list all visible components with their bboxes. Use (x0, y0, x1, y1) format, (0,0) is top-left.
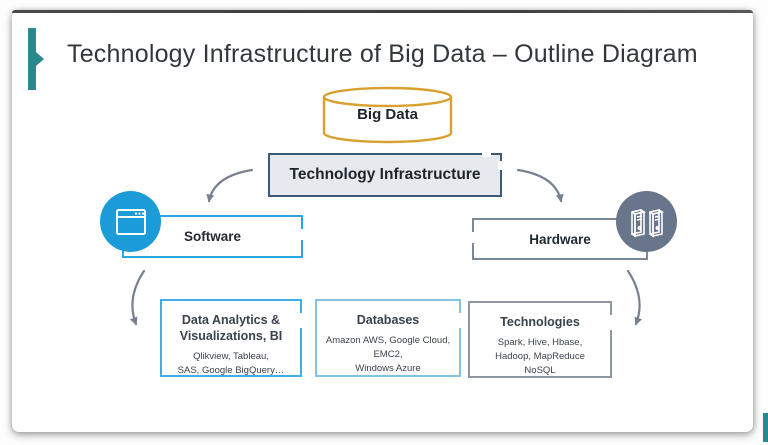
software-label: Software (183, 229, 241, 244)
technologies-title: Technologies (470, 314, 610, 330)
technologies-box: Technologies Spark, Hive, Hbase, Hadoop,… (468, 301, 613, 378)
title-line: Data Analytics & (181, 313, 281, 327)
title-line: Databases (356, 313, 420, 327)
border-notch (299, 229, 304, 240)
item-line: Hadoop, MapReduce (495, 350, 585, 362)
border-notch (498, 161, 503, 170)
item-line: Qlikview, Tableau, (193, 351, 269, 362)
databases-box: Databases Amazon AWS, Google Cloud, EMC2… (315, 299, 462, 377)
hardware-label: Hardware (529, 231, 591, 247)
server-towers-icon (630, 208, 664, 237)
border-notch (471, 232, 476, 243)
data-analytics-items: Qlikview, Tableau, SAS, Google BigQuery… (162, 350, 300, 378)
big-data-label: Big Data (357, 106, 418, 123)
big-data-cylinder: Big Data (322, 86, 453, 144)
item-line: Amazon AWS, Google Cloud, (325, 335, 451, 346)
data-analytics-title: Data Analytics & Visualizations, BI (162, 312, 300, 344)
title-line: Visualizations, BI (179, 329, 283, 343)
technology-infrastructure-label: Technology Infrastructure (289, 166, 481, 183)
slide-top-edge (12, 10, 753, 13)
item-line: NoSQL (524, 364, 556, 376)
teal-right-accent-bar (763, 413, 768, 442)
data-analytics-box: Data Analytics & Visualizations, BI Qlik… (160, 299, 303, 378)
border-notch (457, 313, 462, 328)
border-notch (298, 313, 303, 328)
slide-title: Technology Infrastructure of Big Data – … (67, 40, 698, 68)
border-notch (608, 315, 613, 330)
title-line: Technologies (500, 315, 580, 329)
databases-title: Databases (317, 312, 459, 328)
border-notch (482, 152, 491, 157)
item-line: Spark, Hive, Hbase, (497, 337, 583, 348)
browser-window-icon (115, 208, 146, 235)
teal-left-accent-arrow-icon (28, 28, 44, 90)
databases-items: Amazon AWS, Google Cloud, EMC2, Windows … (317, 334, 459, 375)
technology-infrastructure-box: Technology Infrastructure (268, 152, 503, 197)
item-line: EMC2, (373, 348, 403, 360)
technologies-items: Spark, Hive, Hbase, Hadoop, MapReduce No… (470, 336, 610, 377)
database-cylinder-icon (322, 86, 453, 144)
item-line: Windows Azure (355, 362, 421, 374)
item-line: SAS, Google BigQuery… (177, 364, 285, 376)
hardware-circle-badge (616, 191, 677, 252)
software-circle-badge (100, 191, 161, 252)
